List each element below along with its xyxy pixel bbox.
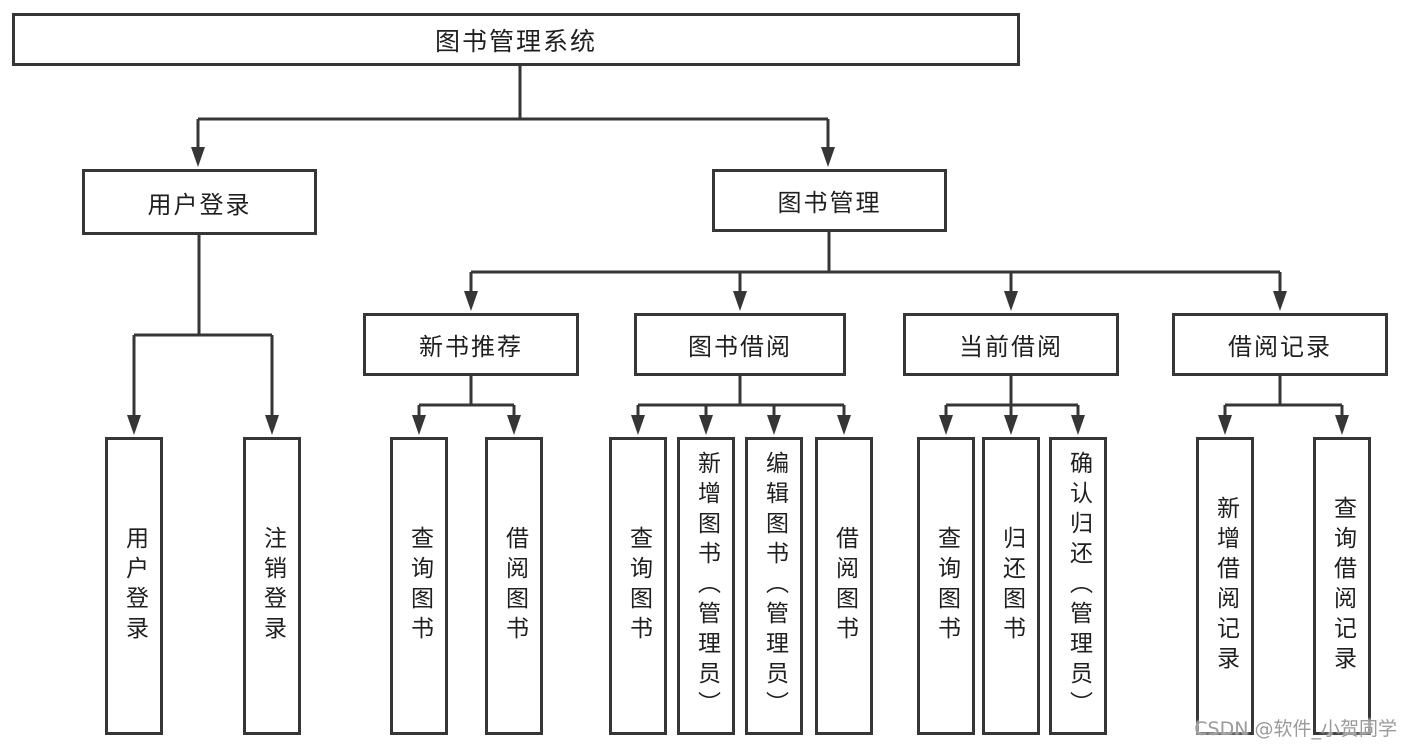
leaf-confirm-return-admin-label: 确认归还（管理员） <box>1065 451 1092 721</box>
leaf-recommend-borrow-book-label: 借阅图书 <box>501 526 528 646</box>
node-user-login: 用户登录 <box>82 169 317 235</box>
node-new-book-recommend: 新书推荐 <box>363 313 579 376</box>
leaf-edit-book-admin: 编辑图书（管理员） <box>745 437 803 735</box>
leaf-edit-book-admin-label: 编辑图书（管理员） <box>761 451 788 721</box>
leaf-borrow-book-label: 借阅图书 <box>831 526 858 646</box>
connector-root-split <box>196 66 830 153</box>
node-current-borrow-label: 当前借阅 <box>959 333 1063 361</box>
node-borrow-records-label: 借阅记录 <box>1228 333 1332 361</box>
leaf-borrow-query-book-label: 查询图书 <box>625 526 652 646</box>
node-new-book-recommend-label: 新书推荐 <box>419 333 523 361</box>
leaf-query-borrow-record-label: 查询借阅记录 <box>1329 496 1356 676</box>
leaf-current-query-book: 查询图书 <box>917 437 975 735</box>
node-book-management-label: 图书管理 <box>777 189 882 217</box>
leaf-logout-label: 注销登录 <box>259 526 286 646</box>
leaf-user-login: 用户登录 <box>105 437 163 735</box>
leaf-recommend-query-book-label: 查询图书 <box>406 526 433 646</box>
node-book-borrow: 图书借阅 <box>634 313 846 376</box>
leaf-add-book-admin: 新增图书（管理员） <box>677 437 735 735</box>
node-current-borrow: 当前借阅 <box>903 313 1119 376</box>
connector-book-borrow-split <box>636 376 846 421</box>
leaf-user-login-label: 用户登录 <box>121 526 148 646</box>
leaf-query-borrow-record: 查询借阅记录 <box>1313 437 1371 735</box>
connector-current-borrow-split <box>944 376 1080 421</box>
leaf-logout: 注销登录 <box>243 437 301 735</box>
node-root: 图书管理系统 <box>12 13 1020 66</box>
node-user-login-label: 用户登录 <box>147 190 252 219</box>
node-book-borrow-label: 图书借阅 <box>688 333 792 361</box>
arrowheads <box>127 147 1349 435</box>
leaf-add-borrow-record-label: 新增借阅记录 <box>1212 496 1239 676</box>
connector-book-management-split <box>469 232 1282 297</box>
connector-borrow-records-split <box>1223 376 1344 421</box>
leaf-add-borrow-record: 新增借阅记录 <box>1196 437 1254 735</box>
leaf-recommend-query-book: 查询图书 <box>390 437 448 735</box>
leaf-current-query-book-label: 查询图书 <box>933 526 960 646</box>
leaf-recommend-borrow-book: 借阅图书 <box>485 437 543 735</box>
leaf-borrow-query-book: 查询图书 <box>609 437 667 735</box>
leaf-confirm-return-admin: 确认归还（管理员） <box>1049 437 1107 735</box>
connector-new-book-split <box>417 376 516 421</box>
csdn-watermark: CSDN @软件_小贺同学 <box>1194 718 1397 740</box>
leaf-borrow-book: 借阅图书 <box>815 437 873 735</box>
node-borrow-records: 借阅记录 <box>1172 313 1388 376</box>
leaf-add-book-admin-label: 新增图书（管理员） <box>693 451 720 721</box>
node-book-management: 图书管理 <box>712 169 947 232</box>
leaf-return-book-label: 归还图书 <box>998 526 1025 646</box>
node-root-label: 图书管理系统 <box>434 26 597 56</box>
connector-user-login-split <box>132 235 274 421</box>
leaf-return-book: 归还图书 <box>982 437 1040 735</box>
